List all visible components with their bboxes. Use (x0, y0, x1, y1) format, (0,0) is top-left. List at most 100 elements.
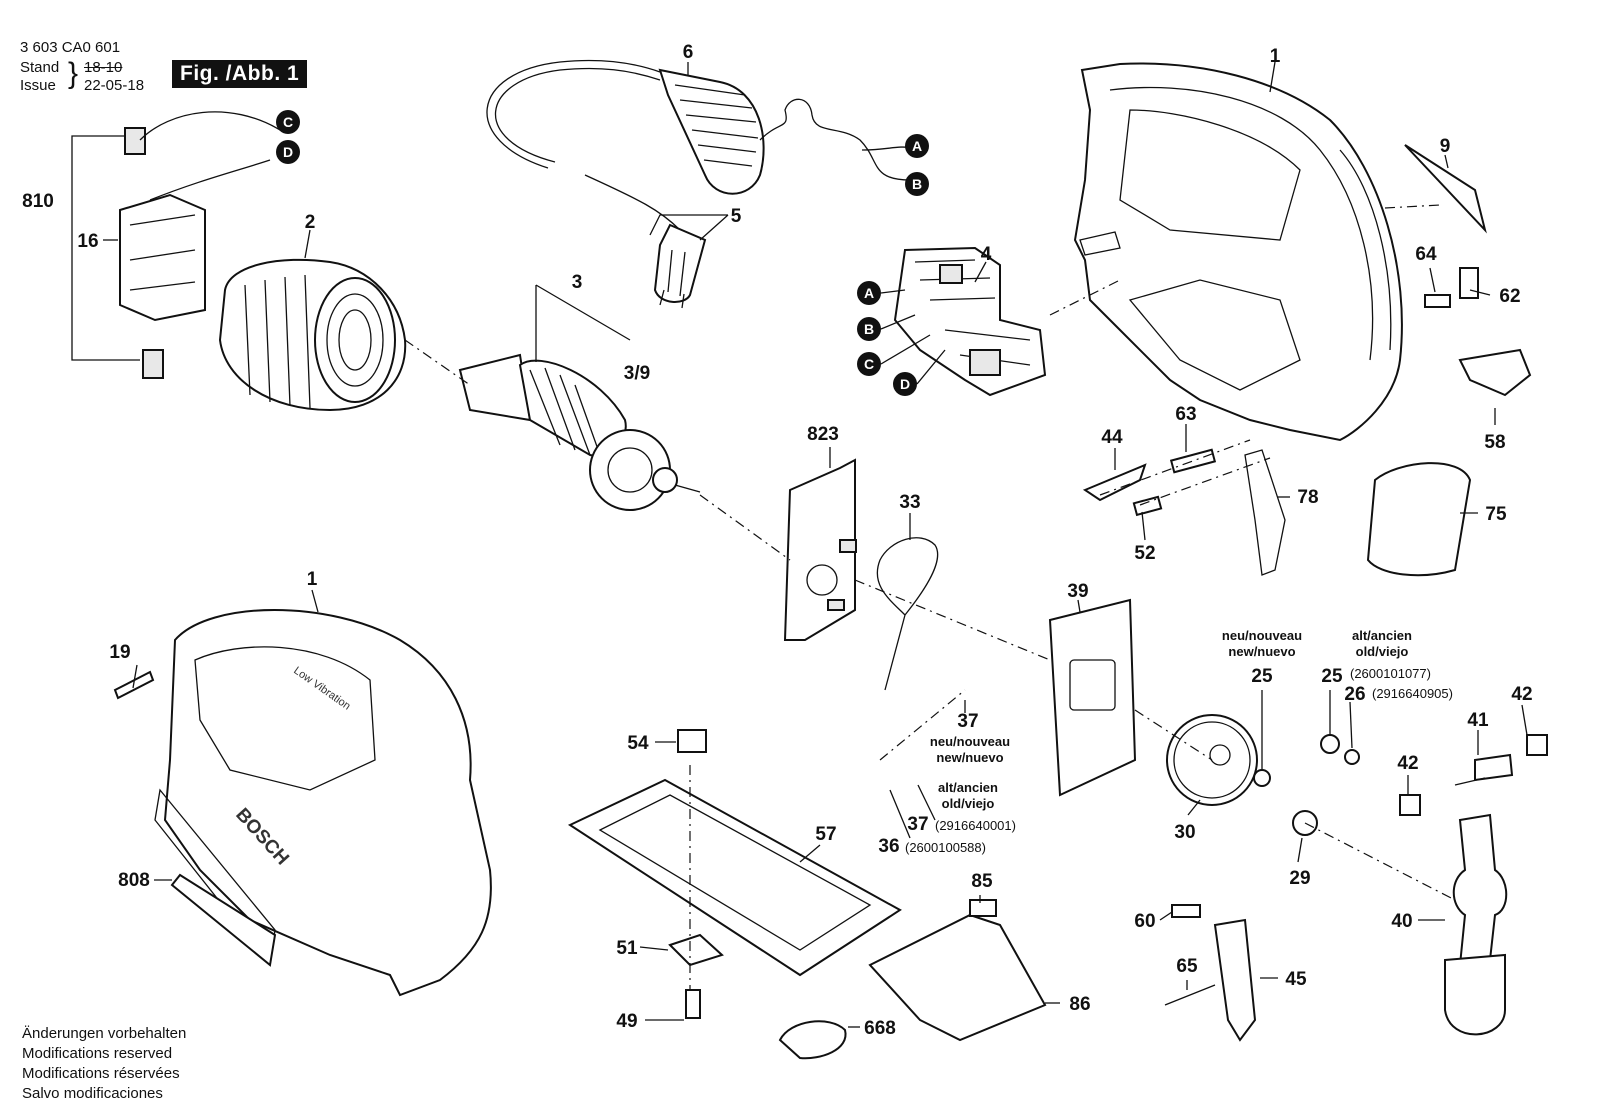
label-49: 49 (616, 1011, 637, 1032)
svg-text:C: C (283, 114, 293, 130)
old-date: 18-10 (84, 59, 123, 76)
note-fr: Modifications réservées (22, 1065, 180, 1082)
spring-78 (1244, 449, 1286, 576)
label-810: 810 (22, 191, 54, 212)
issue-date: 22-05-18 (84, 77, 145, 94)
plate-39 (1048, 598, 1137, 797)
nut-42a (1526, 734, 1548, 756)
assembly-axes (404, 204, 1456, 990)
new-annotation-37-line1: neu/nouveau (930, 734, 1010, 749)
housing-shell-bottom (154, 609, 492, 997)
note-en: Modifications reserved (22, 1045, 173, 1062)
label-30: 30 (1174, 822, 1195, 843)
label-64: 64 (1415, 244, 1437, 265)
label-75: 75 (1485, 504, 1507, 525)
label-9: 9 (1440, 136, 1451, 157)
pin-65 (1164, 984, 1216, 1006)
document-number: 3 603 CA0 601 (20, 39, 121, 56)
label-37-new: 37 (957, 711, 978, 732)
svg-text:D: D (900, 376, 910, 392)
label-26: 26 (1344, 684, 1365, 705)
label-5: 5 (731, 206, 742, 227)
old-annotation-25-line1: alt/ancien (1352, 628, 1412, 643)
label-25-old: 25 (1321, 666, 1343, 687)
label-54: 54 (627, 733, 649, 754)
switch-connector-leads (880, 289, 946, 385)
part-85 (969, 899, 997, 917)
label-3-9: 3/9 (624, 363, 650, 384)
washers-25-26 (1253, 734, 1360, 836)
label-86: 86 (1069, 994, 1090, 1015)
new-annotation-37-line2: new/nuevo (936, 750, 1003, 765)
label-3: 3 (572, 272, 583, 293)
plate-823 (783, 458, 857, 641)
part-86 (868, 913, 1047, 1042)
spring-33 (876, 537, 939, 691)
connector-b-switch: B (857, 317, 881, 341)
svg-text:B: B (912, 176, 922, 192)
part-44 (1082, 463, 1147, 502)
label-58: 58 (1484, 432, 1505, 453)
base-plate-57 (567, 778, 902, 977)
figure-badge: Fig. /Abb. 1 (172, 60, 308, 88)
note-es: Salvo modificaciones (22, 1085, 163, 1102)
code-25-old: (2600101077) (1350, 666, 1431, 681)
svg-text:A: A (912, 138, 922, 154)
plunger-40 (1444, 813, 1508, 1036)
label-63: 63 (1175, 404, 1196, 425)
part-45 (1213, 918, 1257, 1042)
svg-text:B: B (864, 321, 874, 337)
housing-shell-top (1073, 62, 1403, 442)
svg-text:D: D (283, 144, 293, 160)
label-1-bottom: 1 (307, 569, 318, 590)
note-de: Änderungen vorbehalten (22, 1025, 187, 1042)
connector-c-switch: C (857, 352, 881, 376)
label-808: 808 (118, 870, 150, 891)
part-51 (668, 933, 724, 967)
new-annotation-25-line1: neu/nouveau (1222, 628, 1302, 643)
connector-a-cord: A (905, 134, 929, 158)
label-52: 52 (1134, 543, 1155, 564)
label-16: 16 (77, 231, 98, 252)
brush-holder-16 (119, 111, 281, 379)
field-coil-2 (218, 258, 407, 412)
label-57: 57 (815, 824, 836, 845)
new-annotation-25-line2: new/nuevo (1228, 644, 1295, 659)
part-63 (1169, 448, 1217, 474)
label-85: 85 (971, 871, 993, 892)
label-60: 60 (1134, 911, 1155, 932)
label-25-new: 25 (1251, 666, 1273, 687)
part-labels: 6 1 2 3 3/9 4 5 9 16 810 64 62 58 75 78 … (22, 42, 1532, 1039)
modification-notes: Änderungen vorbehalten Modifications res… (22, 1024, 186, 1104)
part-52 (1132, 495, 1163, 517)
old-annotation-25-line2: old/viejo (1356, 644, 1409, 659)
connector-d-switch: D (893, 372, 917, 396)
label-51: 51 (616, 938, 638, 959)
connector-a-switch: A (857, 281, 881, 305)
svg-text:C: C (864, 356, 874, 372)
part-54 (677, 729, 707, 753)
label-1-top: 1 (1270, 46, 1281, 67)
screw-49 (685, 989, 701, 1019)
label-65: 65 (1176, 956, 1198, 977)
label-40: 40 (1391, 911, 1412, 932)
switch-part-4 (893, 246, 1047, 397)
issue-label: Issue (20, 77, 56, 94)
label-29: 29 (1289, 868, 1310, 889)
label-823: 823 (807, 424, 839, 445)
brace-icon: } (68, 57, 79, 90)
part-62 (1459, 267, 1479, 299)
label-36: 36 (878, 836, 899, 857)
part-58 (1458, 348, 1532, 397)
part-64 (1424, 294, 1451, 308)
old-annotation-37-line2: old/viejo (942, 796, 995, 811)
label-33: 33 (899, 492, 920, 513)
label-4: 4 (981, 244, 992, 265)
label-6: 6 (683, 42, 694, 63)
label-42-a: 42 (1511, 684, 1532, 705)
nut-42b (1399, 794, 1421, 816)
label-2: 2 (305, 212, 316, 233)
code-26: (2916640905) (1372, 686, 1453, 701)
